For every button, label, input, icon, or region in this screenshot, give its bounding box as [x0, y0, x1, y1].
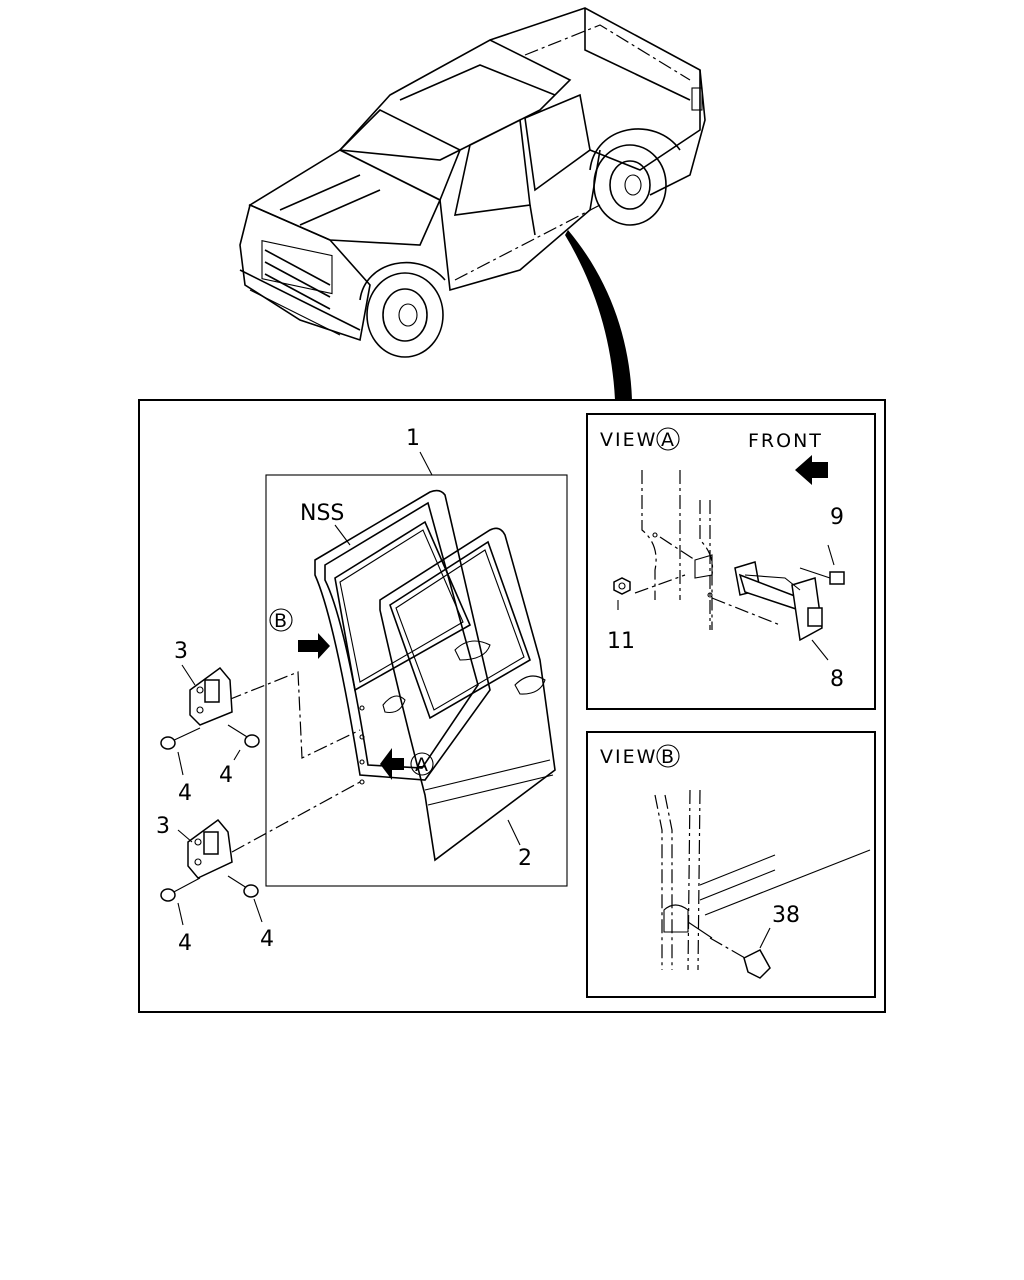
view-a-title: VIEW: [600, 429, 657, 451]
lower-bolts: [160, 875, 263, 926]
callout-11: 11: [607, 629, 635, 654]
front-arrow: [795, 455, 828, 485]
view-a-marker: A: [415, 754, 430, 776]
callout-38: 38: [772, 903, 800, 928]
view-b-marker-circle: [269, 608, 293, 632]
callout-3-upper: 3: [174, 639, 188, 664]
upper-hinge: [181, 664, 233, 726]
leader-arrow: [565, 230, 632, 400]
view-a-title-circle: [656, 427, 680, 451]
view-b-title: VIEW: [600, 746, 657, 768]
view-b-detail: [654, 789, 871, 979]
view-a-marker-circle: [410, 752, 434, 776]
view-a-panel: [586, 413, 876, 710]
front-label: FRONT: [748, 430, 823, 452]
view-b-marker: B: [274, 610, 289, 632]
callout-3-lower: 3: [156, 814, 170, 839]
callout-4-a: 4: [178, 781, 192, 806]
callout-1: 1: [406, 426, 420, 451]
callout-8: 8: [830, 667, 844, 692]
upper-bolts: [160, 724, 260, 776]
view-b-title-marker: B: [661, 746, 676, 768]
view-b-arrow: [298, 633, 330, 659]
door-assembly-box: [265, 474, 568, 887]
side-label: NSS: [300, 501, 344, 526]
truck-illustration: [239, 7, 706, 358]
lower-hinge: [177, 818, 233, 879]
callout-2: 2: [518, 846, 532, 871]
view-b-panel: [586, 731, 876, 998]
callout-4-b: 4: [219, 763, 233, 788]
diagram-frame: [138, 399, 886, 1013]
callout-9: 9: [830, 505, 844, 530]
callout-4-c: 4: [178, 931, 192, 956]
view-b-title-circle: [656, 744, 680, 768]
rear-door: [314, 489, 556, 862]
view-a-arrow: [380, 748, 404, 780]
callout-4-d: 4: [260, 927, 274, 952]
view-a-detail: [613, 470, 845, 661]
view-a-title-marker: A: [661, 429, 676, 451]
